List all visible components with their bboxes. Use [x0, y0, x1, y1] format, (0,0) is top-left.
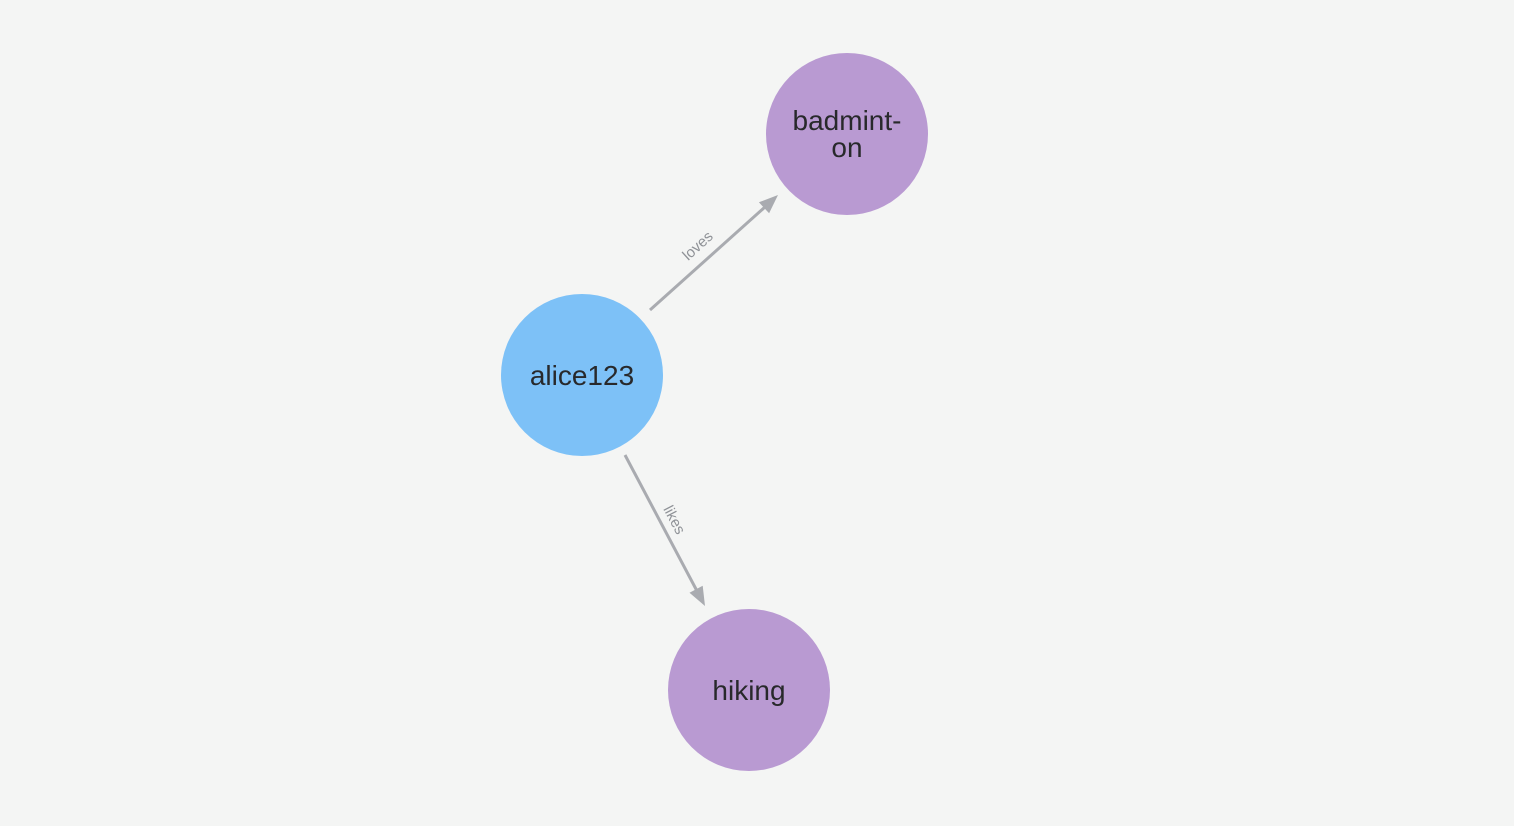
- edge-loves-line[interactable]: [648, 205, 767, 312]
- node-label-line1: badmint-: [792, 105, 902, 136]
- edge-label-likes[interactable]: likes: [659, 502, 689, 538]
- edge-loves[interactable]: [648, 195, 778, 312]
- node-label-line2: on: [831, 132, 863, 163]
- node-badminton[interactable]: badmint- on: [766, 53, 928, 215]
- node-label: hiking: [712, 674, 786, 706]
- node-hiking[interactable]: hiking: [668, 609, 830, 771]
- edge-label-loves[interactable]: loves: [679, 227, 717, 265]
- node-label: alice123: [529, 359, 635, 391]
- edge-likes-line[interactable]: [623, 454, 699, 592]
- node-alice123[interactable]: alice123: [501, 294, 663, 456]
- edge-likes[interactable]: [623, 454, 705, 606]
